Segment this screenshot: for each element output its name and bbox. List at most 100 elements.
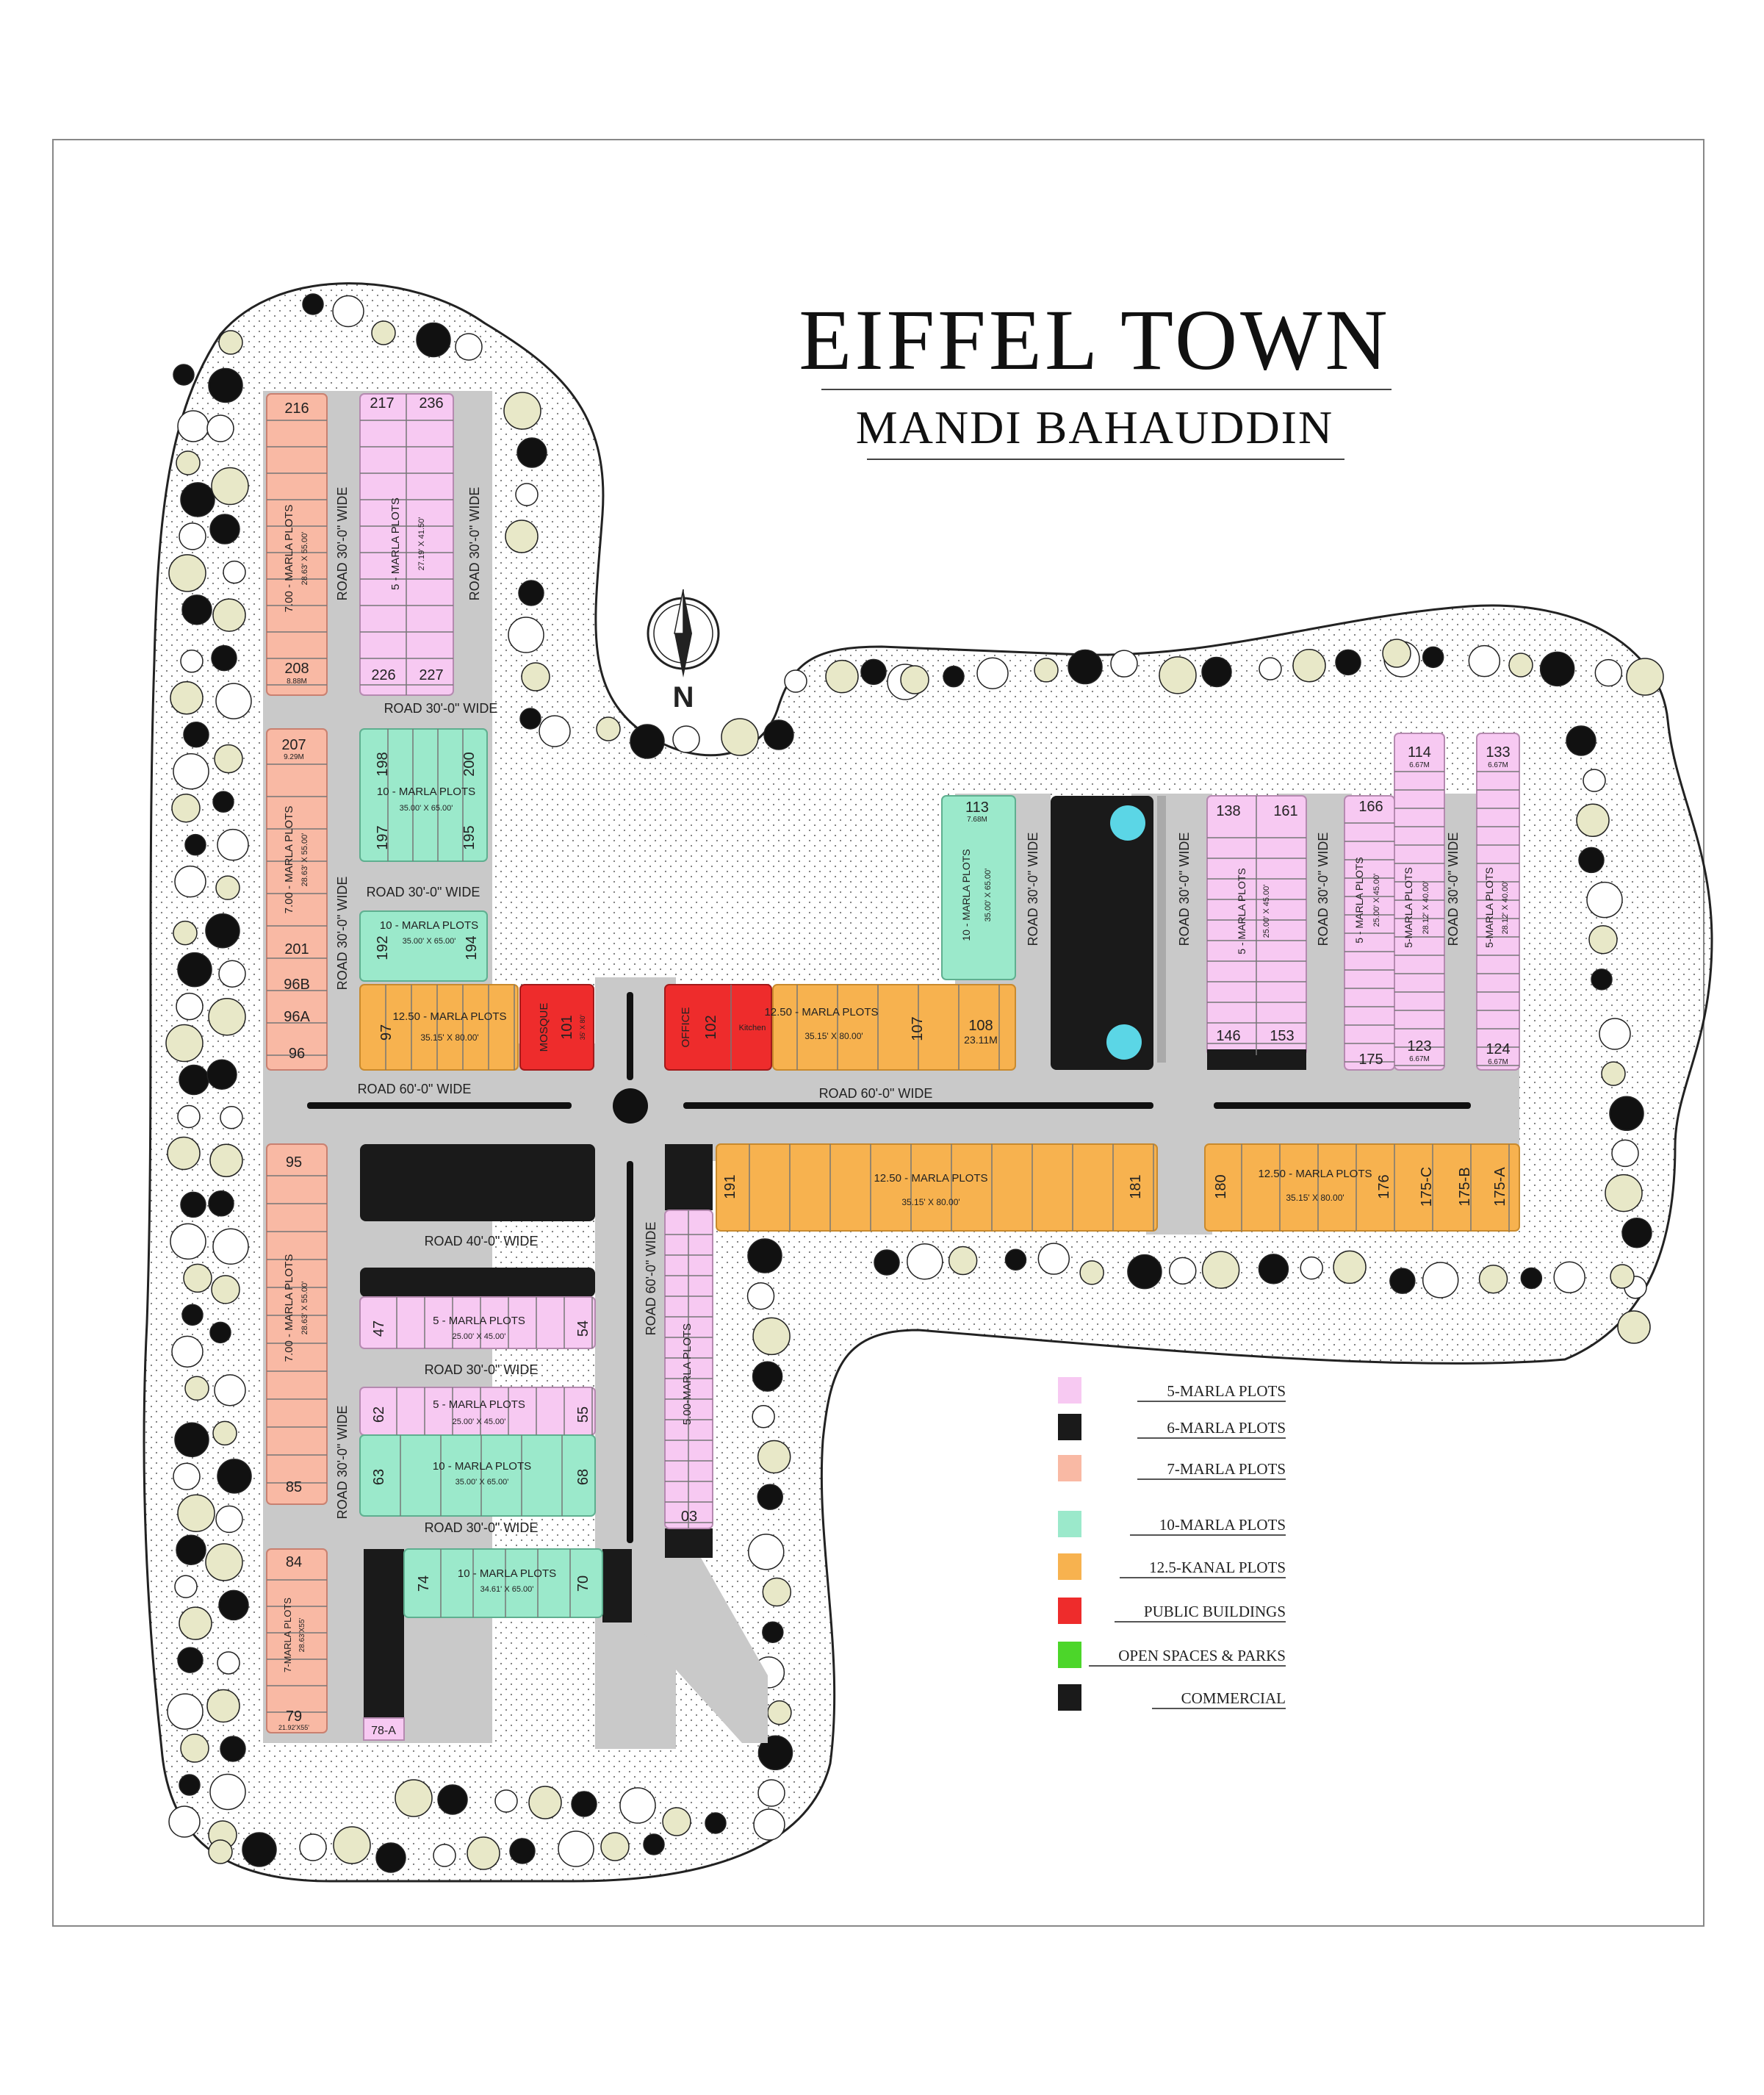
svg-text:124: 124 xyxy=(1486,1041,1510,1057)
svg-text:216: 216 xyxy=(284,400,309,417)
svg-text:166: 166 xyxy=(1358,799,1383,815)
svg-text:227: 227 xyxy=(419,667,443,683)
svg-text:175-A: 175-A xyxy=(1492,1167,1508,1207)
block-5-marla-h[interactable] xyxy=(359,1387,596,1436)
svg-text:70: 70 xyxy=(575,1575,591,1592)
svg-text:200: 200 xyxy=(461,752,478,776)
svg-text:54: 54 xyxy=(575,1320,591,1337)
legend-item: 12.5-KANAL PLOTS xyxy=(1058,1553,1286,1580)
svg-text:74: 74 xyxy=(416,1575,432,1592)
svg-text:47: 47 xyxy=(371,1320,387,1337)
svg-text:25.00' X 45.00': 25.00' X 45.00' xyxy=(1262,885,1271,938)
svg-text:194: 194 xyxy=(464,935,480,960)
road-label: ROAD 30'-0" WIDE xyxy=(1316,833,1331,946)
block-12-5-marla-central[interactable] xyxy=(772,984,1016,1071)
svg-text:35.00' X 65.00': 35.00' X 65.00' xyxy=(400,804,453,813)
svg-text:25.00' X 45.00': 25.00' X 45.00' xyxy=(1372,874,1381,927)
svg-text:176: 176 xyxy=(1376,1174,1392,1199)
svg-text:207: 207 xyxy=(281,737,306,753)
svg-text:175-C: 175-C xyxy=(1419,1167,1435,1207)
north-arrow-icon: N xyxy=(647,589,720,714)
subtitle-rule xyxy=(867,459,1344,460)
svg-text:10 - MARLA PLOTS: 10 - MARLA PLOTS xyxy=(377,786,475,798)
block-10-marla-a[interactable] xyxy=(359,728,488,862)
legend-label: COMMERCIAL xyxy=(1151,1689,1286,1709)
svg-text:63: 63 xyxy=(371,1469,387,1485)
svg-text:7.68M: 7.68M xyxy=(967,816,987,824)
commercial-blocks[interactable] xyxy=(360,1144,713,1718)
svg-text:161: 161 xyxy=(1273,803,1297,819)
map-title: EIFFEL TOWN xyxy=(799,292,1391,388)
plot-78-a[interactable] xyxy=(363,1717,405,1741)
road-label: ROAD 60'-0" WIDE xyxy=(819,1086,933,1101)
road-label: ROAD 60'-0" WIDE xyxy=(644,1222,658,1336)
block-7-marla-south[interactable] xyxy=(266,1143,328,1505)
svg-text:217: 217 xyxy=(370,395,394,412)
road-label: ROAD 30'-0" WIDE xyxy=(384,701,498,716)
block-5-marla-e[interactable] xyxy=(1394,733,1445,1071)
legend-label: 12.5-KANAL PLOTS xyxy=(1120,1559,1286,1578)
block-7-marla-southwest[interactable] xyxy=(266,1548,328,1733)
svg-text:12.50 - MARLA PLOTS: 12.50 - MARLA PLOTS xyxy=(392,1010,506,1023)
svg-text:153: 153 xyxy=(1270,1028,1294,1044)
park-open-space[interactable] xyxy=(1051,796,1166,1070)
svg-text:35.15' X 80.00': 35.15' X 80.00' xyxy=(420,1032,478,1043)
legend-swatch xyxy=(1058,1642,1081,1668)
svg-text:MOSQUE: MOSQUE xyxy=(538,1003,550,1052)
svg-text:10 - MARLA PLOTS: 10 - MARLA PLOTS xyxy=(960,849,972,941)
legend-label: 10-MARLA PLOTS xyxy=(1129,1516,1286,1536)
svg-text:34.61' X 65.00': 34.61' X 65.00' xyxy=(480,1585,534,1594)
svg-text:107: 107 xyxy=(910,1016,926,1041)
office-plot[interactable] xyxy=(664,984,772,1071)
svg-text:181: 181 xyxy=(1128,1174,1144,1199)
svg-text:6.67M: 6.67M xyxy=(1409,1055,1430,1063)
sheet-frame xyxy=(52,139,1704,1927)
svg-text:175-B: 175-B xyxy=(1457,1167,1473,1206)
svg-text:236: 236 xyxy=(419,395,443,412)
svg-text:146: 146 xyxy=(1216,1028,1240,1044)
svg-text:28.63' X 55.00': 28.63' X 55.00' xyxy=(300,1282,309,1335)
tree-canopy xyxy=(165,293,1664,1873)
block-5-marla-f[interactable] xyxy=(1476,733,1520,1071)
road-medians xyxy=(307,992,1471,1543)
svg-text:12.50 - MARLA PLOTS: 12.50 - MARLA PLOTS xyxy=(874,1172,987,1185)
svg-text:123: 123 xyxy=(1407,1038,1431,1054)
road-label: ROAD 30'-0" WIDE xyxy=(1446,833,1461,946)
legend-label: 5-MARLA PLOTS xyxy=(1137,1382,1286,1402)
legend-swatch xyxy=(1058,1414,1081,1440)
legend-label: 7-MARLA PLOTS xyxy=(1137,1460,1286,1480)
mosque-plot[interactable] xyxy=(519,984,594,1071)
block-10-marla-c[interactable] xyxy=(941,795,1016,980)
svg-text:7.00 - MARLA PLOTS: 7.00 - MARLA PLOTS xyxy=(283,505,295,613)
svg-text:62: 62 xyxy=(371,1406,387,1423)
svg-text:8.88M: 8.88M xyxy=(287,678,307,686)
block-10-marla-e[interactable] xyxy=(403,1548,603,1618)
svg-text:195: 195 xyxy=(461,825,478,849)
block-12-5-marla-far-east[interactable] xyxy=(1204,1143,1520,1232)
block-12-5-marla-east[interactable] xyxy=(716,1143,1158,1232)
svg-text:28.12' X 40.00': 28.12' X 40.00' xyxy=(1501,881,1510,935)
block-12-5-marla-west[interactable] xyxy=(359,984,519,1071)
legend-swatch xyxy=(1058,1598,1081,1624)
svg-text:96A: 96A xyxy=(284,1009,310,1025)
block-7-marla-west[interactable] xyxy=(266,728,328,1071)
block-10-marla-b[interactable] xyxy=(359,910,488,982)
svg-text:35.00' X 65.00': 35.00' X 65.00' xyxy=(456,1478,509,1487)
road-label: ROAD 30'-0" WIDE xyxy=(335,877,350,991)
svg-text:03: 03 xyxy=(681,1509,697,1525)
legend-swatch xyxy=(1058,1553,1081,1580)
svg-text:28.63' X 55.00': 28.63' X 55.00' xyxy=(300,833,309,887)
block-7-marla-north[interactable] xyxy=(266,393,328,696)
road-label: ROAD 30'-0" WIDE xyxy=(425,1520,539,1535)
svg-text:35.00' X 65.00': 35.00' X 65.00' xyxy=(984,869,993,922)
road-label: ROAD 30'-0" WIDE xyxy=(335,1406,350,1520)
svg-text:28.12' X 40.00': 28.12' X 40.00' xyxy=(1422,881,1430,935)
svg-text:25.00' X 45.00': 25.00' X 45.00' xyxy=(453,1332,506,1341)
svg-text:6.67M: 6.67M xyxy=(1488,761,1508,769)
legend-item: 5-MARLA PLOTS xyxy=(1058,1377,1286,1404)
svg-text:85: 85 xyxy=(286,1479,302,1495)
block-10-marla-d[interactable] xyxy=(359,1434,596,1517)
svg-text:5-MARLA PLOTS: 5-MARLA PLOTS xyxy=(1403,867,1414,948)
legend-label: OPEN SPACES & PARKS xyxy=(1089,1647,1286,1667)
